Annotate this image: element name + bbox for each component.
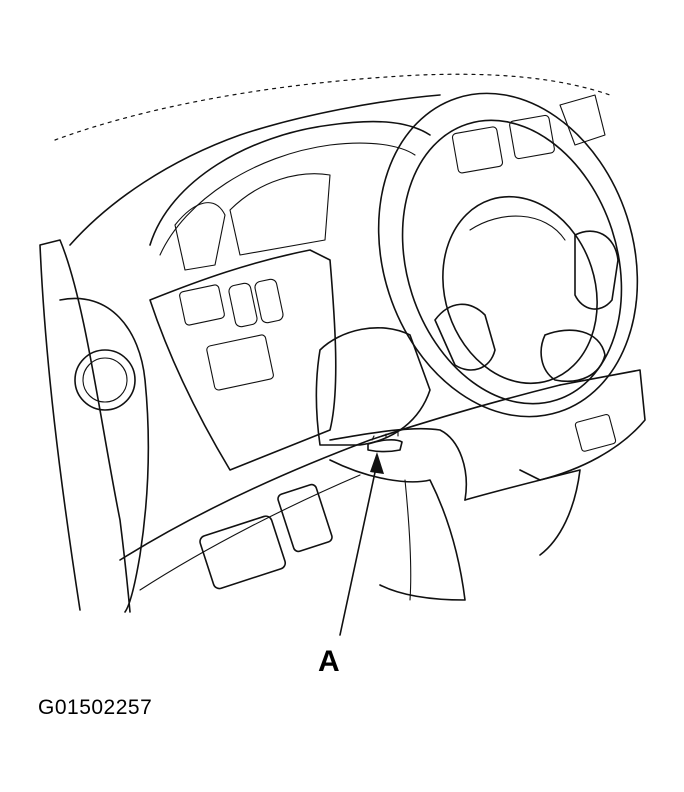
left-air-vent-inner — [82, 357, 128, 403]
right-dash-panel — [451, 126, 504, 174]
part-a-connector — [367, 439, 403, 453]
center-stack-outline — [149, 249, 337, 471]
cluster-gauge-center — [229, 173, 331, 256]
cluster-gauge-left — [174, 202, 226, 271]
left-air-vent — [74, 349, 136, 411]
center-stack-switch-3 — [254, 278, 284, 324]
callout-arrow-line — [339, 462, 378, 636]
callout-label-a: A — [318, 645, 340, 678]
steering-wheel-rim-inner — [401, 119, 623, 405]
lower-left-switch-box-2 — [277, 483, 333, 553]
right-lower-switch — [574, 413, 617, 452]
dashboard-upper-contour — [69, 94, 441, 246]
steering-wheel-spoke-right — [574, 230, 619, 310]
knee-bolster — [329, 459, 466, 601]
callout-arrow-head — [370, 452, 384, 474]
instrument-cluster-hood — [149, 120, 431, 246]
lower-dash-edge-2 — [139, 474, 361, 591]
left-door-panel — [39, 239, 131, 613]
dashboard-top-edge — [54, 73, 611, 141]
steering-column-cover — [315, 327, 431, 446]
instrument-cluster-inner — [159, 142, 416, 256]
lower-dash-edge — [119, 384, 561, 561]
center-stack-switch-2 — [228, 282, 258, 328]
right-dash-vent — [559, 94, 606, 146]
figure-code: G01502257 — [38, 696, 153, 719]
center-stack-switch-1 — [179, 284, 225, 326]
right-dash-panel-2 — [509, 114, 555, 160]
steering-wheel-horn-pad — [469, 215, 566, 241]
left-side-vent-housing — [59, 297, 150, 613]
center-stack-panel-lower — [206, 334, 274, 391]
steering-wheel-spoke-bottom — [540, 329, 606, 382]
steering-wheel-rim-outer — [377, 92, 639, 418]
part-a-connector-detail — [371, 431, 399, 441]
knee-bolster-lower — [404, 479, 412, 601]
column-cover-lower — [329, 427, 468, 501]
lower-left-switch-box — [199, 515, 287, 590]
steering-wheel-hub — [442, 195, 598, 385]
steering-wheel-spoke-left — [434, 303, 496, 371]
right-lower-bolster — [464, 469, 581, 556]
